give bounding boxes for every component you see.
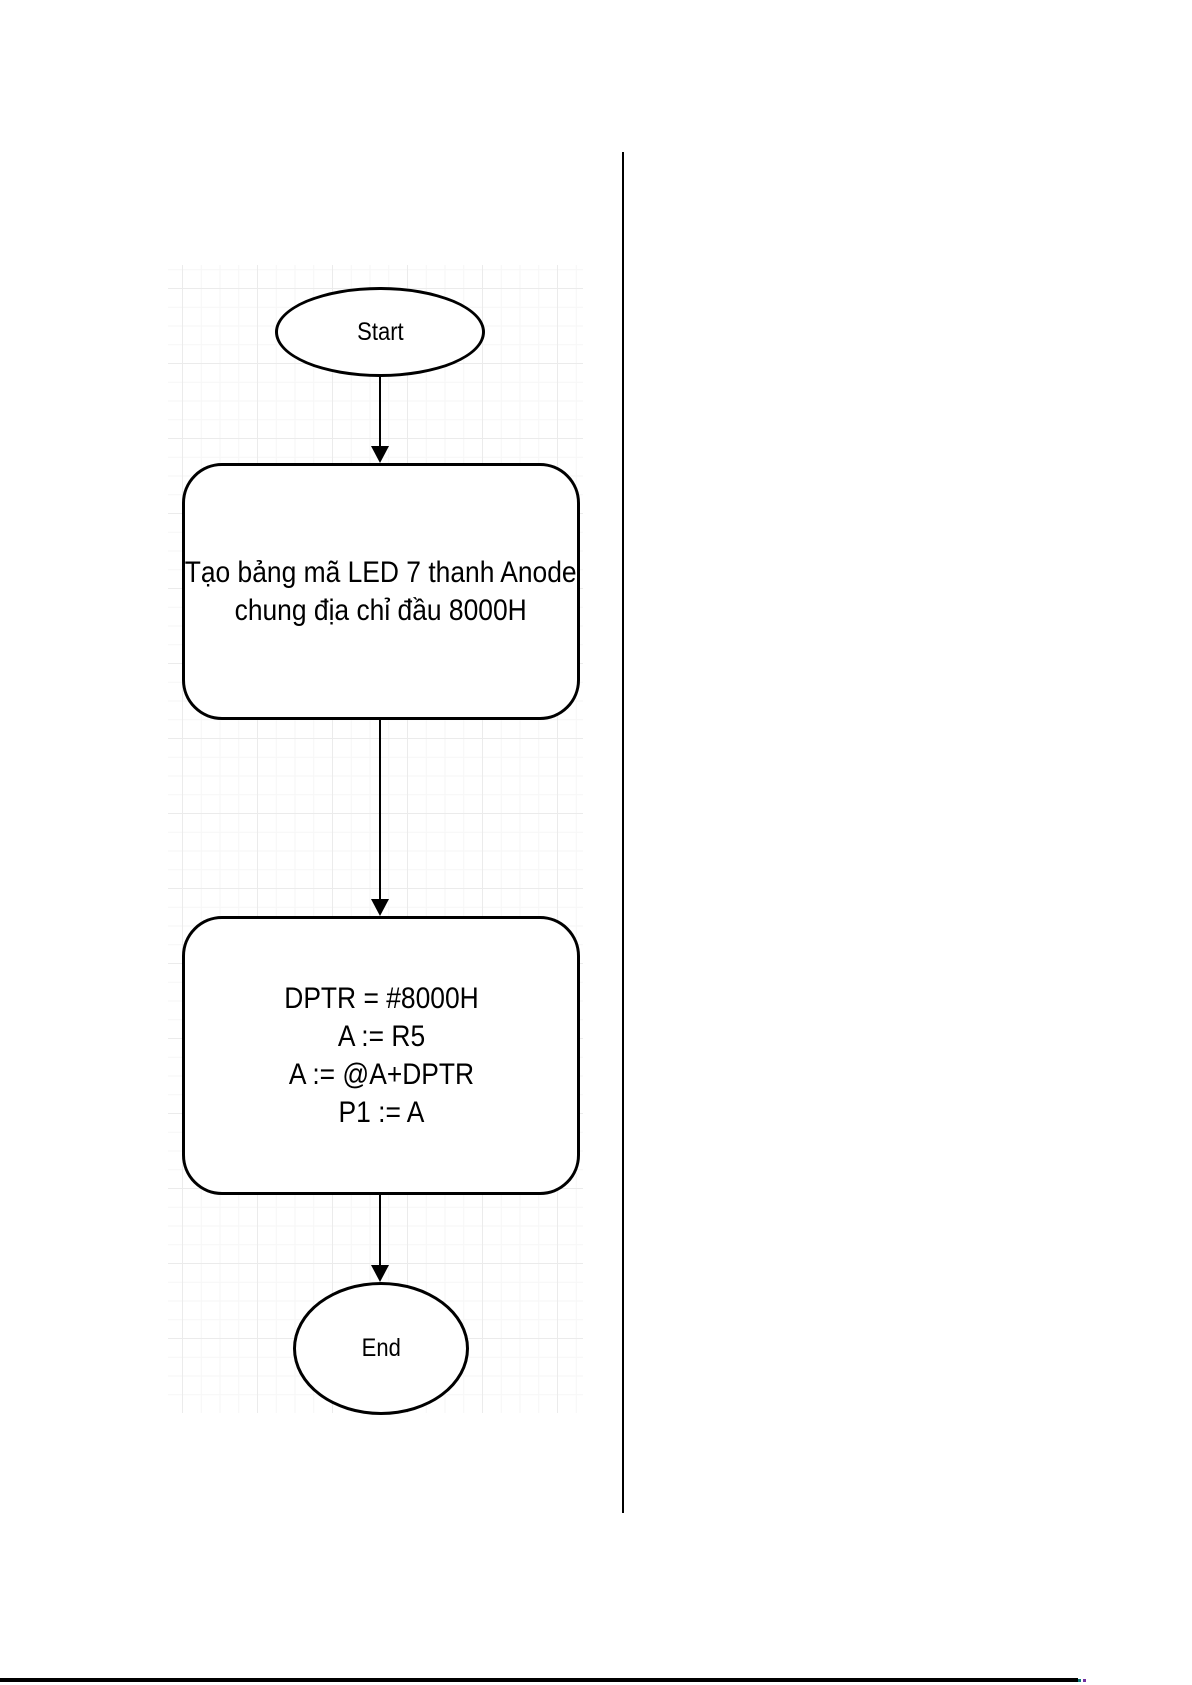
process1-text-line2: chung địa chỉ đầu 8000H: [234, 593, 528, 627]
connector-process1-to-process2: [370, 720, 390, 916]
process2-text-line2: A := R5: [337, 1019, 425, 1053]
arrowhead-down-icon: [371, 446, 389, 463]
connector-line: [379, 1195, 381, 1270]
process2-text-line4: P1 := A: [338, 1095, 424, 1129]
scan-artifact-dot: [1078, 1679, 1081, 1682]
connector-start-to-process1: [370, 377, 390, 463]
start-node-label: Start: [356, 317, 404, 346]
process1-text-line1: Tạo bảng mã LED 7 thanh Anode: [185, 555, 577, 589]
footer-rule-line: [0, 1678, 1078, 1682]
arrowhead-down-icon: [371, 899, 389, 916]
connector-line: [379, 377, 381, 451]
arrowhead-down-icon: [371, 1265, 389, 1282]
end-node-label: End: [361, 1334, 401, 1362]
flowchart-start-node: Start: [275, 287, 485, 377]
process2-text-line1: DPTR = #8000H: [283, 981, 479, 1015]
process2-text-line3: A := @A+DPTR: [288, 1057, 474, 1091]
connector-process2-to-end: [370, 1195, 390, 1282]
connector-line: [379, 720, 381, 904]
flowchart-process1-node: Tạo bảng mã LED 7 thanh Anode chung địa …: [182, 463, 580, 720]
scan-artifact-dot: [1083, 1679, 1086, 1682]
flowchart-end-node: End: [293, 1282, 469, 1415]
process1-text: Tạo bảng mã LED 7 thanh Anode chung địa …: [185, 554, 577, 630]
process2-text: DPTR = #8000H A := R5 A := @A+DPTR P1 :=…: [284, 980, 478, 1132]
flowchart-process2-node: DPTR = #8000H A := R5 A := @A+DPTR P1 :=…: [182, 916, 580, 1195]
column-divider-line: [622, 152, 624, 1513]
